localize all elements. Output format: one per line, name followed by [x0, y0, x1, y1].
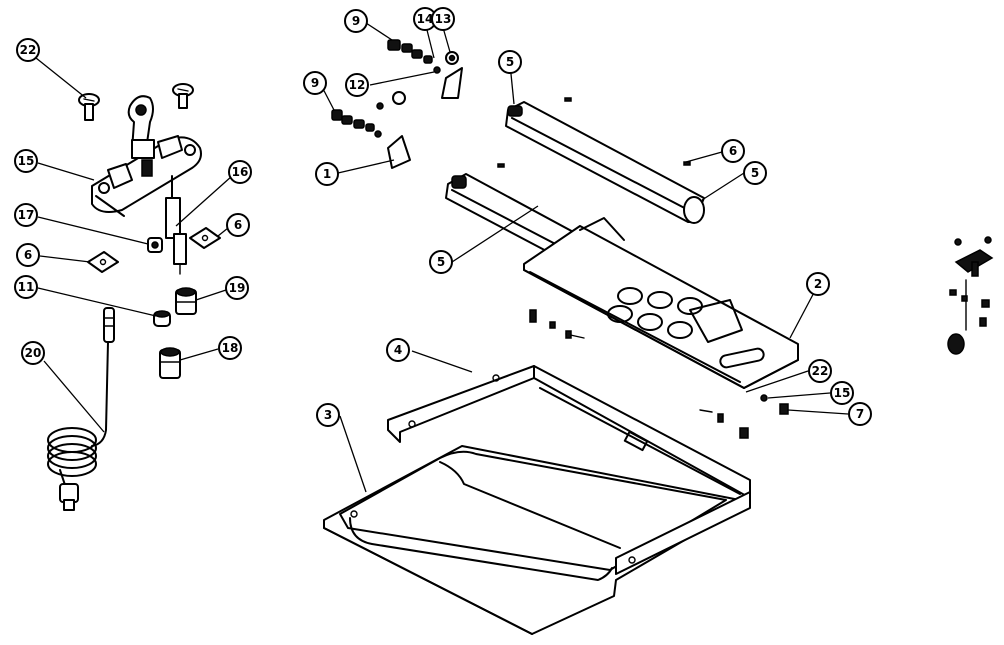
orifice-fitting-part — [331, 109, 375, 132]
svg-text:6: 6 — [24, 248, 32, 262]
pilot-assembly-thumbnail — [947, 236, 994, 355]
svg-text:7: 7 — [856, 407, 864, 421]
callout-9: 9 — [303, 71, 327, 95]
callout-11: 11 — [14, 275, 38, 299]
svg-text:6: 6 — [729, 144, 737, 158]
callout-6: 6 — [721, 139, 745, 163]
svg-text:2: 2 — [814, 277, 822, 291]
callout-6: 6 — [16, 243, 40, 267]
rivet-part — [564, 97, 572, 102]
callout-20: 20 — [21, 341, 45, 365]
clip-part — [779, 403, 789, 415]
callout-18: 18 — [218, 336, 242, 360]
washer-part — [376, 102, 384, 110]
svg-text:5: 5 — [437, 255, 445, 269]
nut-part — [147, 237, 163, 253]
svg-text:5: 5 — [506, 55, 514, 69]
clip-part — [739, 427, 749, 439]
callout-12: 12 — [345, 73, 369, 97]
svg-text:17: 17 — [18, 208, 35, 222]
svg-text:9: 9 — [352, 14, 360, 28]
square-washer-part — [87, 251, 119, 273]
svg-text:18: 18 — [222, 341, 239, 355]
orifice-fitting-part — [387, 39, 433, 64]
clip-part — [387, 135, 411, 169]
callout-22: 22 — [808, 359, 832, 383]
fitting-part — [159, 347, 181, 379]
washer-part — [717, 413, 724, 423]
callout-4: 4 — [386, 338, 410, 362]
screw-head — [565, 330, 572, 339]
pan-bracket-part — [387, 365, 751, 499]
thermocouple-lead-part — [47, 307, 115, 511]
svg-text:22: 22 — [20, 43, 37, 57]
callout-19: 19 — [225, 276, 249, 300]
svg-text:13: 13 — [435, 12, 452, 26]
thermocouple-probe-part — [165, 175, 187, 275]
screw-part — [699, 409, 713, 413]
callouts: 22 15 16 17 6 6 11 19 18 20 9 14 13 12 9… — [14, 7, 872, 427]
nut-part — [392, 91, 406, 105]
callout-5: 5 — [743, 161, 767, 185]
svg-text:14: 14 — [417, 12, 434, 26]
callout-17: 17 — [14, 203, 38, 227]
svg-text:4: 4 — [394, 343, 402, 357]
fitting-part — [175, 287, 197, 315]
svg-text:20: 20 — [25, 346, 42, 360]
nut-part — [445, 51, 459, 65]
nut-part — [153, 310, 171, 327]
pilot-assembly — [47, 83, 221, 511]
callout-5: 5 — [498, 50, 522, 74]
callout-9: 9 — [344, 9, 368, 33]
burner-tube-part — [505, 101, 705, 224]
drip-pan-part — [323, 445, 751, 635]
svg-text:1: 1 — [323, 167, 331, 181]
callout-13: 13 — [431, 7, 455, 31]
callout-22: 22 — [16, 38, 40, 62]
valve-hardware-group — [331, 39, 463, 169]
svg-text:5: 5 — [751, 166, 759, 180]
screw-part — [172, 83, 194, 109]
callout-7: 7 — [848, 402, 872, 426]
svg-text:12: 12 — [349, 78, 366, 92]
svg-text:11: 11 — [18, 280, 35, 294]
callout-15: 15 — [830, 381, 854, 405]
washer-part — [433, 66, 441, 74]
rivet-part — [683, 161, 691, 166]
washer-part — [760, 394, 768, 402]
pilot-head-part — [107, 95, 183, 189]
svg-text:19: 19 — [229, 281, 246, 295]
svg-text:22: 22 — [812, 364, 829, 378]
callout-14: 14 — [413, 7, 437, 31]
callout-6: 6 — [226, 213, 250, 237]
callout-16: 16 — [228, 160, 252, 184]
callout-5: 5 — [429, 250, 453, 274]
svg-text:6: 6 — [234, 218, 242, 232]
svg-text:16: 16 — [232, 165, 249, 179]
callout-3: 3 — [316, 403, 340, 427]
clip-part — [529, 309, 537, 323]
screw-part — [78, 93, 100, 121]
burner-tray-part — [523, 217, 799, 389]
rivet-part — [497, 163, 505, 168]
callout-15: 15 — [14, 149, 38, 173]
callout-2: 2 — [806, 272, 830, 296]
svg-text:15: 15 — [834, 386, 851, 400]
tray-hardware-group — [529, 309, 789, 439]
washer-part — [549, 321, 556, 329]
square-washer-part — [189, 227, 221, 249]
svg-text:9: 9 — [311, 76, 319, 90]
callout-1: 1 — [315, 162, 339, 186]
clip-part — [441, 67, 463, 99]
svg-text:3: 3 — [324, 408, 332, 422]
svg-text:15: 15 — [18, 154, 35, 168]
washer-part — [374, 130, 382, 138]
